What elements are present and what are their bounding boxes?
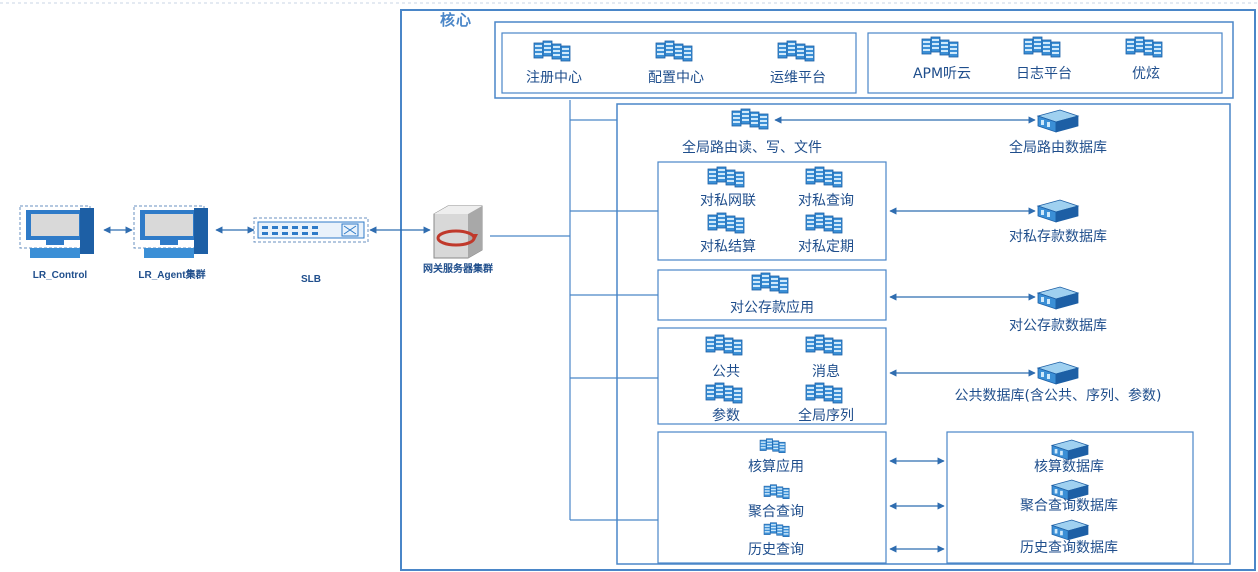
public-param-icon [706, 383, 742, 403]
accounting-apps-box [657, 431, 887, 564]
routing-db-icon [1037, 109, 1079, 133]
registry-center-label: 注册中心 [526, 70, 582, 86]
public-common-icon [706, 335, 742, 355]
slb-label: SLB [301, 274, 321, 285]
accounting-db-icon [1051, 439, 1089, 461]
private-term-label: 对私定期 [798, 239, 854, 255]
accounting-app-label: 核算应用 [748, 459, 804, 475]
private-db-label: 对私存款数据库 [1009, 229, 1107, 245]
log-platform-icon [1024, 37, 1060, 57]
corporate-db-label: 对公存款数据库 [1009, 318, 1107, 334]
gateway-server-icon [433, 205, 483, 259]
lr-agent-pc-icon [133, 205, 209, 259]
apm-label: APM听云 [912, 66, 972, 82]
gateway-label: 网关服务器集群 [423, 264, 493, 275]
private-query-label: 对私查询 [798, 193, 854, 209]
corporate-app-label: 对公存款应用 [730, 300, 814, 316]
public-apps-box [657, 327, 887, 425]
routing-app-icon [732, 109, 768, 129]
public-param-label: 参数 [712, 408, 740, 424]
registry-center-icon [534, 41, 570, 61]
accounting-db-label: 核算数据库 [1034, 459, 1104, 475]
public-common-label: 公共 [712, 364, 740, 380]
private-settlement-label: 对私结算 [700, 239, 756, 255]
history-query-icon [764, 523, 789, 537]
aggregate-db-icon [1051, 479, 1089, 501]
public-db-icon [1037, 361, 1079, 385]
config-center-label: 配置中心 [648, 70, 704, 86]
aggregate-db-label: 聚合查询数据库 [1020, 498, 1118, 514]
lr-control-pc-icon [19, 205, 95, 259]
corporate-db-icon [1037, 286, 1079, 310]
youxuan-label: 优炫 [1132, 66, 1160, 82]
public-message-icon [806, 335, 842, 355]
private-term-icon [806, 213, 842, 233]
routing-db-label: 全局路由数据库 [1009, 140, 1107, 156]
log-platform-label: 日志平台 [1016, 66, 1072, 82]
routing-app-label: 全局路由读、写、文件 [682, 140, 822, 156]
private-settlement-icon [708, 213, 744, 233]
private-db-icon [1037, 199, 1079, 223]
history-db-icon [1051, 519, 1089, 541]
private-unionpay-label: 对私网联 [700, 193, 756, 209]
core-title: 核心 [440, 12, 473, 29]
history-query-label: 历史查询 [748, 542, 804, 558]
ops-platform-icon [778, 41, 814, 61]
core-outer-box [400, 9, 1256, 571]
history-db-label: 历史查询数据库 [1020, 540, 1118, 556]
private-unionpay-icon [708, 167, 744, 187]
public-sequence-icon [806, 383, 842, 403]
aggregate-query-label: 聚合查询 [748, 504, 804, 520]
corporate-app-icon [752, 273, 788, 293]
lr-agent-label: LR_Agent集群 [138, 270, 206, 281]
public-sequence-label: 全局序列 [798, 408, 854, 424]
slb-switch-icon [253, 217, 369, 243]
private-query-icon [806, 167, 842, 187]
lr-control-label: LR_Control [32, 270, 88, 281]
accounting-db-box [946, 431, 1194, 564]
public-db-label: 公共数据库(含公共、序列、参数) [954, 388, 1162, 404]
config-center-icon [656, 41, 692, 61]
accounting-app-icon [760, 439, 785, 453]
aggregate-query-icon [764, 485, 789, 499]
ops-platform-label: 运维平台 [770, 70, 826, 86]
youxuan-icon [1126, 37, 1162, 57]
public-message-label: 消息 [812, 364, 840, 380]
apm-icon [922, 37, 958, 57]
